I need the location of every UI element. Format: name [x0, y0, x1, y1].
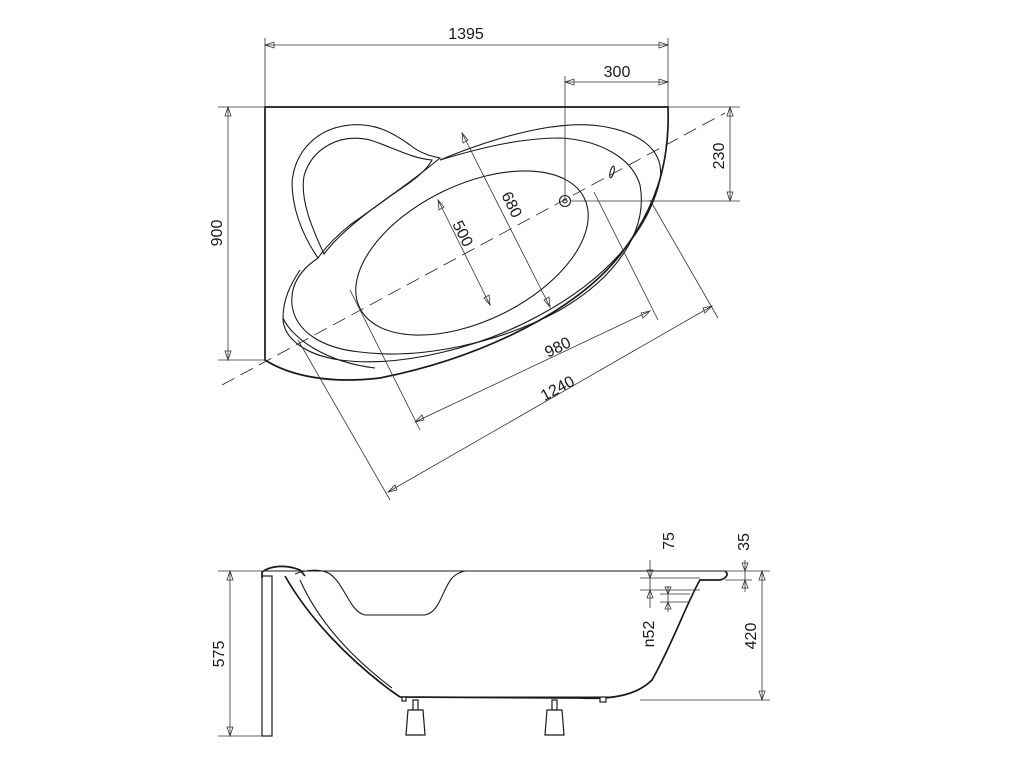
diagonal-axis: [221, 112, 726, 386]
seat-recess: [294, 569, 466, 616]
leg-left-foot: [405, 709, 426, 736]
top-view: 1395 300 230 900 680 500 980: [209, 26, 740, 501]
dim-label-900: 900: [209, 220, 226, 247]
inner-rim: [282, 124, 662, 363]
headrest-inner: [302, 137, 433, 256]
dim-label-n52: n52: [641, 621, 658, 648]
side-panel: [261, 575, 273, 737]
dim-label-1240: 1240: [538, 373, 577, 405]
panel-top-cap: [261, 565, 306, 578]
dim-line-980: [414, 310, 651, 423]
dim-label-230: 230: [711, 143, 728, 170]
side-view: 575 420 35 75 n52: [211, 532, 770, 738]
dim-label-980: 980: [542, 334, 574, 361]
dim-line-1240: [387, 305, 713, 493]
inner-rim-2: [291, 137, 642, 355]
leg-left: [412, 699, 419, 711]
bottom-lip: [282, 317, 376, 369]
dim-label-500: 500: [448, 218, 475, 250]
dim-label-300: 300: [604, 64, 631, 81]
dim-label-680: 680: [497, 189, 524, 221]
dim-label-420: 420: [743, 623, 760, 650]
dim-label-575: 575: [211, 641, 228, 668]
inner-basin: [355, 170, 589, 336]
dim-label-35: 35: [736, 533, 753, 551]
overflow-slot-icon: [609, 165, 615, 179]
dim-label-75: 75: [661, 532, 678, 550]
dim-label-1395: 1395: [448, 26, 484, 43]
dim-line-500: [437, 199, 491, 306]
headrest-contour: [291, 124, 442, 259]
shell-inner-wall: [299, 579, 393, 689]
leg-right-foot: [544, 709, 565, 736]
dim-line-680: [461, 132, 551, 308]
shell-profile: [284, 570, 728, 700]
leg-right: [551, 699, 558, 711]
